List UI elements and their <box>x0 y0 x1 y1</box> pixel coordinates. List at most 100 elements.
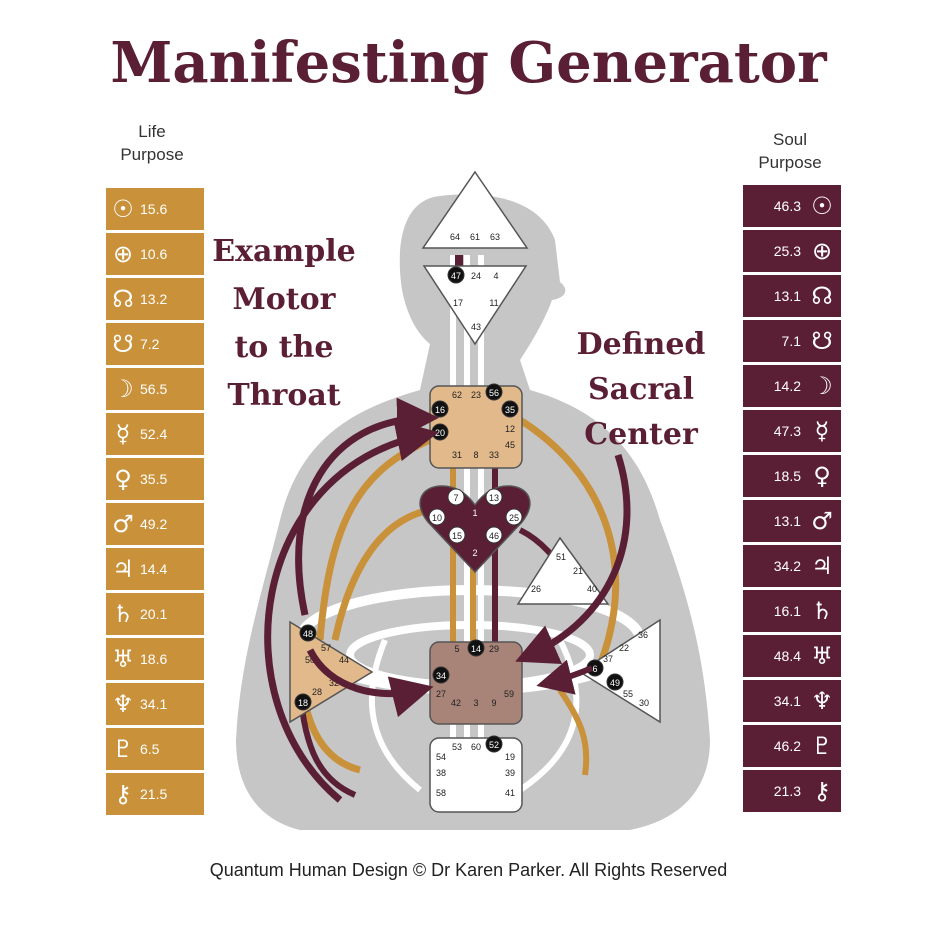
gate-root: 38 <box>436 768 446 778</box>
gate-sacral: 59 <box>504 689 514 699</box>
gate-throat: 35 <box>501 400 519 418</box>
gate-g-center: 1 <box>472 508 477 518</box>
arrow-motor-to-throat-1 <box>295 397 439 616</box>
gate-number: 48 <box>303 629 313 639</box>
gate-number: 61 <box>470 232 480 242</box>
planet-gate-value: 56.5 <box>140 381 168 397</box>
gate-number: 1 <box>472 508 477 518</box>
gate-sacral: 42 <box>451 698 461 708</box>
soul-purpose-header: Soul Purpose <box>735 128 845 174</box>
gate-number: 32 <box>329 678 339 688</box>
gate-solar-plexus: 55 <box>623 689 633 699</box>
gate-activation-marker <box>485 526 503 544</box>
gate-root: 60 <box>471 742 481 752</box>
gate-root: 39 <box>505 768 515 778</box>
planet-row: 21.3⚷ <box>743 770 841 812</box>
gate-number: 38 <box>436 768 446 778</box>
uranus-icon: ♅ <box>112 645 134 673</box>
gate-solar-plexus: 30 <box>639 698 649 708</box>
gate-activation-marker <box>505 508 523 526</box>
gate-number: 16 <box>435 405 445 415</box>
gate-number: 3 <box>473 698 478 708</box>
gate-number: 31 <box>452 450 462 460</box>
gate-number: 62 <box>452 390 462 400</box>
channel-white-left <box>368 638 422 793</box>
life-purpose-header-line2: Purpose <box>120 145 184 164</box>
planet-row: ⊕10.6 <box>106 233 204 275</box>
arrow-defined-sacral <box>515 453 631 664</box>
channel-gold-3 <box>518 417 620 667</box>
south-node-icon: ☋ <box>112 330 134 358</box>
gate-number: 10 <box>432 513 442 523</box>
arrow-to-sacral-left <box>306 648 434 718</box>
gate-number: 52 <box>489 740 499 750</box>
planet-row: 47.3☿ <box>743 410 841 452</box>
sacral-annotation-line3: Center <box>584 417 698 452</box>
planet-gate-value: 47.3 <box>773 423 801 439</box>
planet-row: 48.4♅ <box>743 635 841 677</box>
gate-g-center: 46 <box>485 526 503 544</box>
motor-annotation-line4: Throat <box>227 378 341 413</box>
gate-spleen: 48 <box>299 624 317 642</box>
gate-number: 29 <box>489 644 499 654</box>
gate-number: 17 <box>453 298 463 308</box>
gate-number: 4 <box>493 271 498 281</box>
planet-row: ♃14.4 <box>106 548 204 590</box>
north-node-icon: ☊ <box>112 285 134 313</box>
planet-row: 13.1☊ <box>743 275 841 317</box>
moon-icon: ☽ <box>811 372 833 400</box>
gate-sacral: 9 <box>491 698 496 708</box>
gate-solar-plexus: 49 <box>606 673 624 691</box>
gate-number: 2 <box>472 548 477 558</box>
channel-gold-sacral <box>470 555 476 645</box>
planet-gate-value: 18.6 <box>140 651 168 667</box>
gate-activation-marker <box>606 673 624 691</box>
sacral-annotation-line2: Sacral <box>587 372 694 407</box>
gate-number: 22 <box>619 643 629 653</box>
gate-number: 12 <box>505 424 515 434</box>
gate-throat: 20 <box>431 423 449 441</box>
planet-gate-value: 14.4 <box>140 561 168 577</box>
venus-icon: ♀ <box>813 462 831 490</box>
planet-row: ☽56.5 <box>106 368 204 410</box>
gate-number: 50 <box>305 655 315 665</box>
earth-icon: ⊕ <box>811 237 833 265</box>
gate-number: 15 <box>452 531 462 541</box>
gate-activation-marker <box>467 639 485 657</box>
planet-row: ☊ 13.2 <box>106 278 204 320</box>
gate-number: 53 <box>452 742 462 752</box>
life-purpose-column: ☉15.6⊕10.6☊13.2☋7.2☽56.5☿52.4♀35.5♂49.2♃… <box>106 188 204 818</box>
venus-icon: ♀ <box>114 465 132 493</box>
gate-g-center: 7 <box>447 488 465 506</box>
planet-gate-value: 13.2 <box>140 291 168 307</box>
north-node-icon: ☊ <box>811 282 833 310</box>
gate-activation-marker <box>485 488 503 506</box>
motor-annotation-line3: to the <box>234 330 334 365</box>
gate-activation-marker <box>447 488 465 506</box>
channel-gold-2 <box>331 506 431 641</box>
life-purpose-header-line1: Life <box>138 122 166 141</box>
mercury-icon: ☿ <box>115 420 131 448</box>
sun-icon: ☉ <box>811 192 833 220</box>
channel-maroon-head <box>455 255 463 273</box>
gate-number: 27 <box>436 689 446 699</box>
gate-number: 24 <box>471 271 481 281</box>
gate-number: 64 <box>450 232 460 242</box>
planet-gate-value: 21.5 <box>140 786 168 802</box>
gate-number: 8 <box>473 450 478 460</box>
planet-row: ☉15.6 <box>106 188 204 230</box>
gate-number: 40 <box>587 584 597 594</box>
gate-spleen: 44 <box>339 655 349 665</box>
root-center <box>429 737 523 813</box>
planet-gate-value: 34.1 <box>140 696 168 712</box>
gate-number: 63 <box>490 232 500 242</box>
uranus-icon: ♅ <box>811 642 833 670</box>
motor-annotation-line1: Example <box>212 234 356 269</box>
page-title: Manifesting Generator <box>110 30 827 96</box>
gate-number: 57 <box>321 643 331 653</box>
gate-number: 5 <box>454 644 459 654</box>
gate-number: 36 <box>638 630 648 640</box>
gate-root: 52 <box>485 735 503 753</box>
soul-purpose-header-line2: Purpose <box>758 153 822 172</box>
gate-activation-marker <box>485 735 503 753</box>
